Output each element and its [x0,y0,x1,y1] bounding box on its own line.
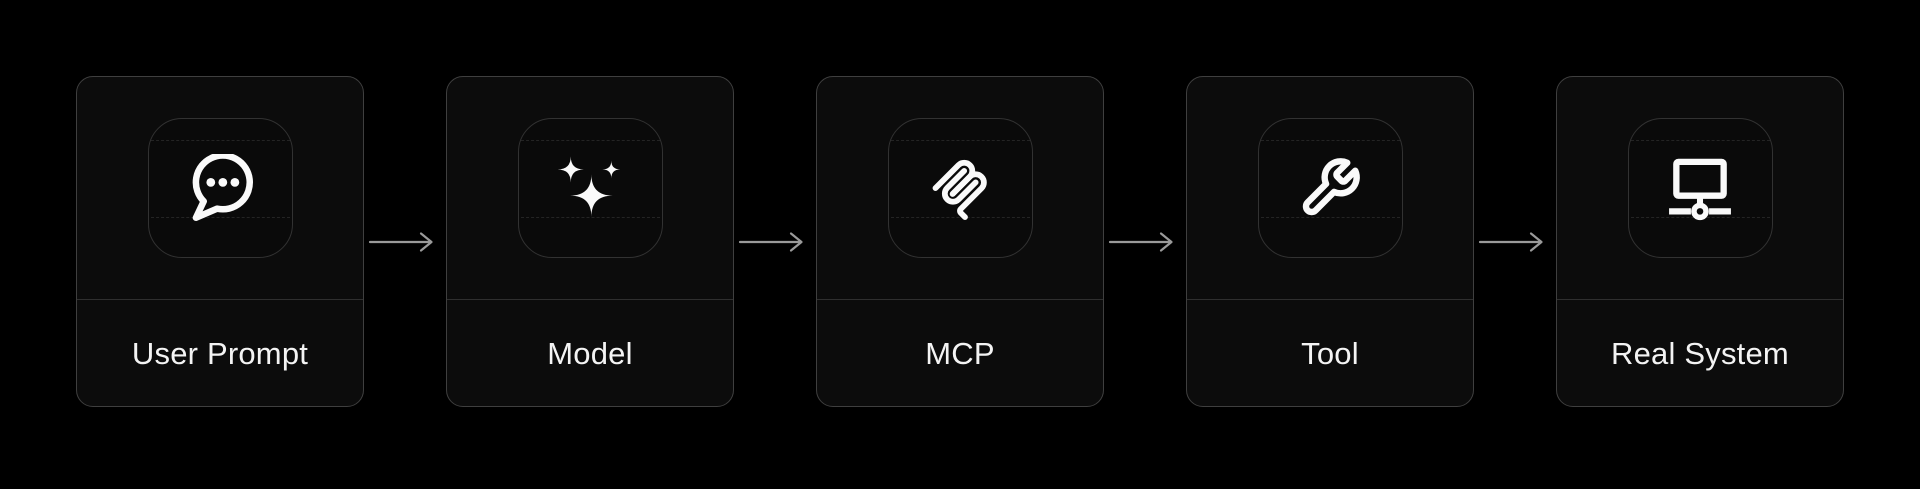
mcp-logo-icon [932,159,987,220]
node-label: MCP [817,299,1103,406]
node-label: Real System [1557,299,1843,406]
tile-dash-line [890,140,1030,141]
icon-tile [1627,118,1773,258]
node-label: User Prompt [77,299,363,406]
node-model: Model [446,76,734,407]
icon-tile [517,118,663,258]
node-icon-area [1187,77,1473,299]
tile-dash-line [150,140,290,141]
connector [364,76,446,407]
node-label: Model [447,299,733,406]
tile-dash-line [890,217,1030,218]
connector [734,76,816,407]
node-real-system: Real System [1556,76,1844,407]
network-monitor-icon [1669,158,1731,221]
connector [1474,76,1556,407]
icon-tile [887,118,1033,258]
tile-dash-line [1260,140,1400,141]
flow-arrow-icon [1478,231,1543,252]
flow-row: User Prompt Model [76,76,1844,407]
connector [1104,76,1186,407]
node-icon-area [817,77,1103,299]
node-tool: Tool [1186,76,1474,407]
node-icon-area [77,77,363,299]
wrench-icon [1302,158,1360,216]
icon-tile [147,118,293,258]
tile-dash-line [1630,140,1770,141]
tile-dash-line [520,217,660,218]
flow-arrow-icon [368,231,433,252]
tile-dash-line [150,217,290,218]
tile-dash-line [520,140,660,141]
node-icon-area [1557,77,1843,299]
icon-tile [1257,118,1403,258]
flow-arrow-icon [738,231,803,252]
tile-dash-line [1260,217,1400,218]
flow-arrow-icon [1108,231,1173,252]
node-mcp: MCP [816,76,1104,407]
chat-bubble-ellipsis-icon [192,154,253,222]
node-label: Tool [1187,299,1473,406]
node-user-prompt: User Prompt [76,76,364,407]
sparkles-icon [557,156,621,217]
node-icon-area [447,77,733,299]
